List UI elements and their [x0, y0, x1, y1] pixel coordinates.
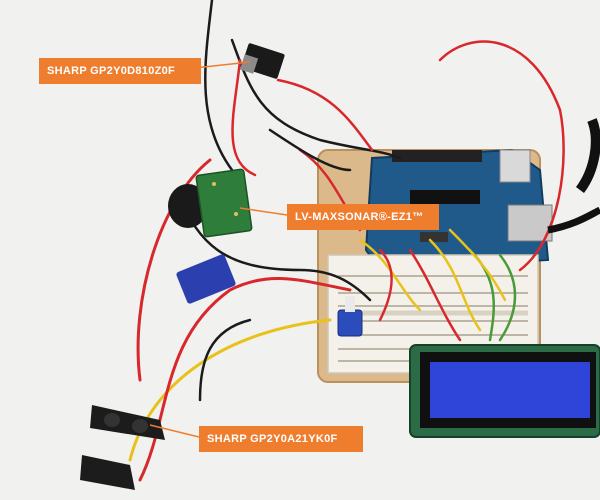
- label-lv-maxsonar-ez1: LV-MAXSONAR®-EZ1™: [287, 204, 439, 230]
- power-jack: [499, 149, 531, 183]
- potentiometer: [337, 296, 363, 337]
- label-sharp-gp2y0a21yk0f: SHARP GP2Y0A21YK0F: [199, 426, 363, 452]
- label-sharp-gp2y0d810z0f: SHARP GP2Y0D810Z0F: [39, 58, 201, 84]
- microcontroller-chip: [410, 190, 480, 204]
- wire-connector: [176, 254, 236, 304]
- black-cable: [547, 118, 600, 234]
- ir-distance-sensor-small: [239, 43, 285, 79]
- ultrasonic-sensor: [168, 168, 253, 238]
- pointer-line-middle: [239, 207, 288, 216]
- lcd-display: [409, 344, 600, 438]
- pointer-line-bottom: [149, 424, 200, 438]
- ir-distance-sensor-large: [80, 405, 165, 490]
- header-pins-top: [392, 150, 482, 162]
- arduino-board: [364, 148, 553, 272]
